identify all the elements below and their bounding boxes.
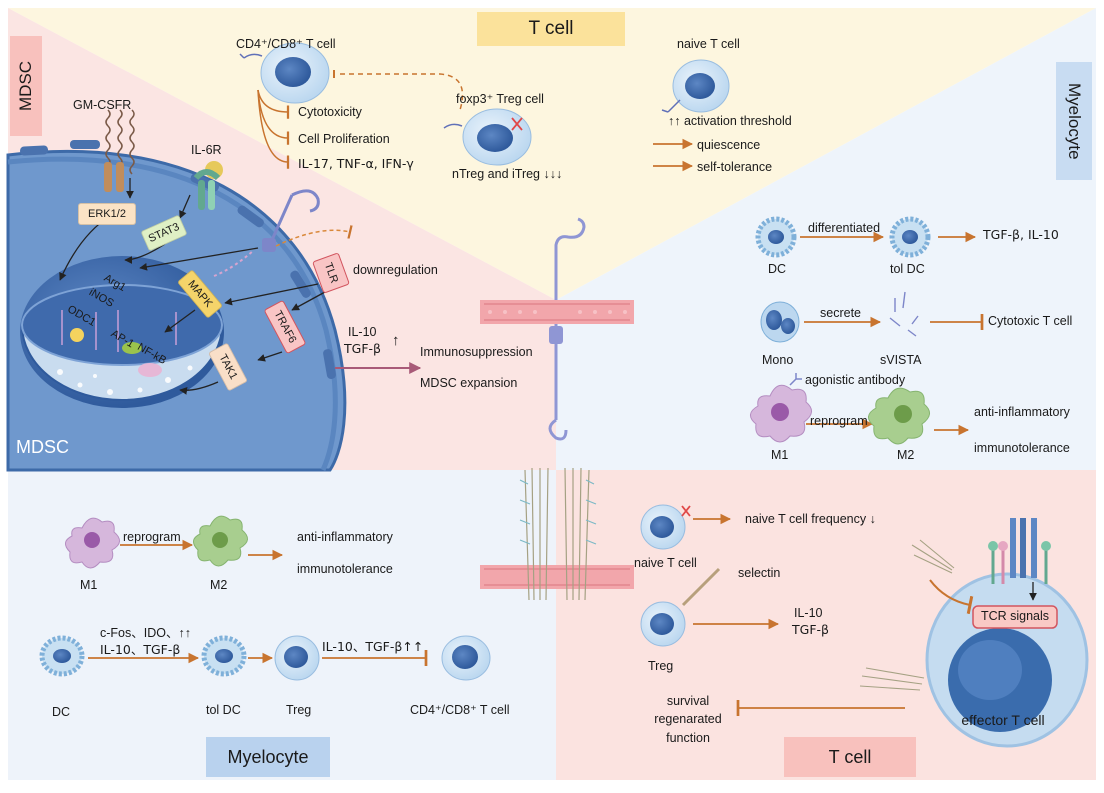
quiescence-label: quiescence (697, 138, 761, 152)
mdsc-cell-label: MDSC (16, 437, 69, 457)
differentiated-label: differentiated (808, 221, 881, 235)
cfos-ido-label: c-Fos、IDO、↑↑ (100, 626, 191, 640)
m2-label-right: M2 (897, 448, 915, 462)
myelocyte-section-badge-bottom: Myelocyte (206, 737, 330, 777)
immunotolerance-label-right: immunotolerance (974, 441, 1070, 455)
il6r-label: IL-6R (191, 143, 222, 157)
reprogram-label-right: reprogram (810, 414, 868, 428)
treg-label-bottom-right: Treg (648, 659, 674, 673)
mdsc-expansion-label: MDSC expansion (420, 376, 518, 390)
treg-label-bottom: Treg (286, 703, 312, 717)
m1-label-right: M1 (771, 448, 789, 462)
t-cell-section-badge-bottom: T cell (784, 737, 916, 777)
self-tolerance-label: self-tolerance (697, 160, 773, 174)
anti-inflammatory-label-right: anti-inflammatory (974, 405, 1070, 419)
m2-label-bottom: M2 (210, 578, 228, 592)
function-label: function (666, 731, 710, 745)
effector-t-cell-label: effector T cell (961, 712, 1045, 728)
naive-t-cell-frequency-label: naive T cell frequency ↓ (745, 512, 876, 526)
survival-label: survival (666, 694, 710, 708)
immunosuppression-label: Immunosuppression (420, 345, 533, 359)
il10-tgfb-label-bottom: IL-10、TGF-β (100, 642, 181, 657)
il10-label-bottom-right: IL-10 (794, 606, 823, 620)
selectin-label: selectin (738, 566, 781, 580)
cd4-cd8-t-cell-label: CD4⁺/CD8⁺ T cell (236, 37, 336, 51)
cell-proliferation-label: Cell Proliferation (298, 132, 390, 146)
dc-label-right: DC (768, 262, 787, 276)
tgfb-il10-label-right: TGF-β, IL-10 (983, 227, 1059, 242)
activation-threshold-label: ↑↑ activation threshold (668, 114, 792, 128)
svista-label: sVISTA (880, 353, 922, 367)
mdsc-section-badge: MDSC (10, 36, 42, 136)
dc-label-bottom: DC (52, 705, 71, 719)
foxp3-treg-label: foxp3⁺ Treg cell (456, 92, 544, 106)
center-up-arrow: ↑ (392, 332, 400, 349)
tcr-signals-label: TCR signals (980, 609, 1050, 623)
anti-inflammatory-label-bottom: anti-inflammatory (297, 530, 393, 544)
naive-t-cell-label-bottom: naive T cell (634, 556, 697, 570)
tol-dc-label-bottom: tol DC (206, 703, 241, 717)
agonistic-antibody-label: agonistic antibody (805, 373, 906, 387)
tol-dc-label-right: tol DC (890, 262, 925, 276)
cytokines-label: IL-17, TNF-α, IFN-γ (298, 156, 414, 171)
cytotoxicity-label: Cytotoxicity (298, 105, 362, 119)
center-il10-label: IL-10 (348, 325, 377, 339)
regenarated-label: regenarated (654, 712, 722, 726)
myelocyte-section-badge-right: Myelocyte (1056, 62, 1092, 180)
erk-box: ERK1/2 (78, 203, 136, 225)
downregulation-label: downregulation (353, 263, 438, 277)
cytotoxic-t-cell-label: Cytotoxic T cell (988, 314, 1073, 328)
ntreg-itreg-label: nTreg and iTreg ↓↓↓ (452, 167, 563, 181)
immunotolerance-label-bottom: immunotolerance (297, 562, 393, 576)
il10-tgfb-up-label: IL-10、TGF-β↑↑ (322, 639, 424, 654)
cd4-cd8-t-cell-label-bottom: CD4⁺/CD8⁺ T cell (410, 703, 510, 717)
m1-label-bottom: M1 (80, 578, 98, 592)
gm-csfr-label: GM-CSFR (73, 98, 132, 112)
t-cell-section-badge: T cell (477, 12, 625, 46)
secrete-label: secrete (820, 306, 861, 320)
reprogram-label-bottom: reprogram (123, 530, 181, 544)
naive-t-cell-label-top: naive T cell (677, 37, 740, 51)
center-tgfb-label: TGF-β (344, 341, 381, 356)
tgfb-label-bottom-right: TGF-β (792, 622, 829, 637)
mono-label: Mono (762, 353, 794, 367)
